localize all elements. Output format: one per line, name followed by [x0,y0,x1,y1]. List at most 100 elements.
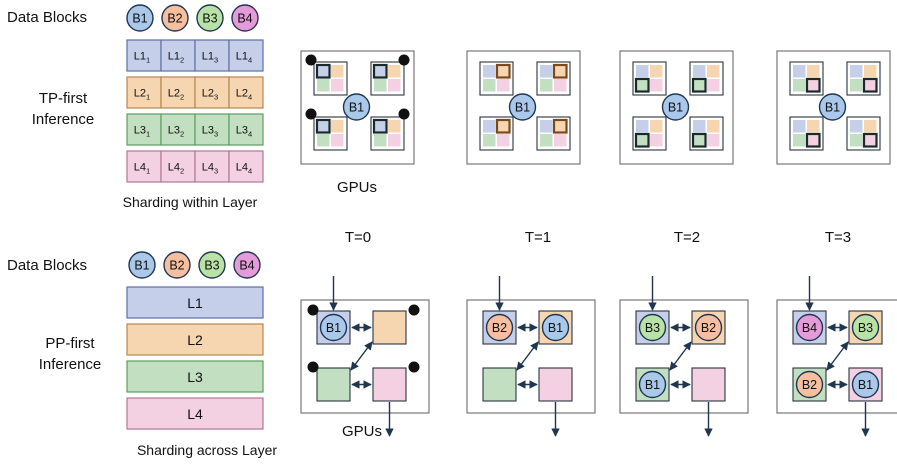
pp-label-line2: Inference [39,356,102,373]
shard-label: L31 [134,125,150,139]
weight-shard-l3 [691,77,707,93]
data-blocks-label-tp: Data Blocks [7,9,87,26]
weight-shard-l3 [540,79,553,92]
weight-shard-l3 [317,134,330,147]
shard-l4-3 [194,150,230,183]
shard-label: L43 [202,162,218,176]
timestep-label-2: T=2 [674,229,700,246]
weight-shard-l2 [552,63,568,79]
tp-gpu-2 [536,61,571,96]
shard-base: L4 [236,162,248,174]
weight-shard-l3 [850,134,863,147]
weight-shard-l3 [483,79,496,92]
pp-block-b3 [638,313,667,342]
weight-shard-l1 [315,118,331,134]
shard-l2-4 [228,76,264,109]
weight-shard-l1 [483,65,496,78]
shard-l2-2 [160,76,196,109]
layer-l1 [126,286,264,319]
weight-shard-l2 [495,63,511,79]
shard-sub: 3 [214,130,218,139]
weight-shard-l2 [331,65,344,78]
data-block-b2-label: B2 [167,12,182,26]
shard-base: L3 [236,125,248,137]
shard-sub: 2 [180,93,184,102]
shard-label: L24 [236,88,252,102]
tp-gpu-4 [846,116,881,151]
shard-base: L2 [236,88,248,100]
pp-data-block-b1-label: B1 [134,259,149,273]
link-gpu2-gpu3 [826,341,849,371]
pp-block-b2 [485,313,514,342]
data-block-b3-label: B3 [202,12,217,26]
pp-block-b1-label: B1 [326,321,341,335]
tp-gpu-cluster-t3: B1 [776,50,891,165]
pp-gpu-3 [316,367,351,402]
shard-label: L14 [236,51,252,65]
weight-shard-l1 [793,65,806,78]
shard-base: L4 [134,162,146,174]
layer-label-l2: L2 [187,332,203,348]
shard-label: L12 [168,51,184,65]
shard-sub: 1 [146,167,150,176]
shard-label: L13 [202,51,218,65]
layer-label-l4: L4 [187,406,203,422]
pp-block-b1 [319,313,348,342]
pp-block-b1 [638,370,667,399]
pp-block-b2-label: B2 [802,378,817,392]
shard-base: L2 [168,88,180,100]
weight-shard-l4 [497,134,510,147]
tp-gpu-1 [789,61,824,96]
pp-gpu-number-badge-3-label: 3 [311,363,315,372]
shard-sub: 2 [180,130,184,139]
weight-shard-l1 [540,120,553,133]
shard-base: L1 [134,51,146,63]
shard-sub: 3 [214,56,218,65]
weight-shard-l2 [864,120,877,133]
layer-label-l1: L1 [187,295,203,311]
shard-sub: 1 [146,93,150,102]
tp-gpu-3 [479,116,514,151]
tp-gpu-3 [789,116,824,151]
pp-block-b1-label: B1 [548,321,563,335]
weight-shard-l4 [650,134,663,147]
weight-shard-l4 [862,77,878,93]
pp-gpu-number-badge-2-label: 2 [412,306,416,315]
tp-gpu-3 [313,116,348,151]
tp-gpu-cluster-t1: B1 [466,50,581,165]
pp-data-block-b1 [128,251,156,279]
timestep-label-0: T=0 [345,229,371,246]
shard-sub: 2 [180,167,184,176]
weight-shard-l2 [495,118,511,134]
weight-shard-l3 [374,134,387,147]
weight-shard-l3 [317,79,330,92]
tp-gpu-2 [846,61,881,96]
tp-data-block-b1 [508,93,537,121]
pp-block-b2-label: B2 [701,321,716,335]
data-block-b1-label: B1 [132,12,147,26]
shard-label: L23 [202,88,218,102]
pp-gpu-4 [691,367,726,402]
weight-shard-l1 [850,120,863,133]
pp-gpus-label: GPUs [342,423,382,440]
layer-l2 [126,323,264,356]
weight-shard-l1 [793,120,806,133]
weight-shard-l4 [554,79,567,92]
data-block-b2 [161,4,189,32]
tp-gpu-cluster-t2: B1 [619,50,734,165]
shard-label: L33 [202,125,218,139]
shard-sub: 2 [180,56,184,65]
tp-label-line1: TP-first [39,90,88,107]
weight-shard-l4 [862,132,878,148]
tp-label-line2: Inference [32,111,95,128]
gpu-number-badge-4-label: 4 [402,110,407,119]
pp-data-block-b3 [198,251,226,279]
shard-base: L4 [168,162,180,174]
